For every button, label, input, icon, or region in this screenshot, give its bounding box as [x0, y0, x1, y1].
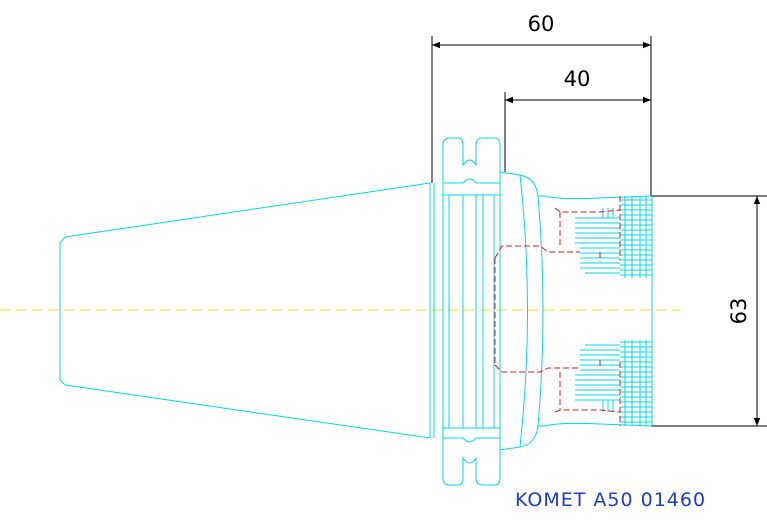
taper-shank — [59, 182, 435, 439]
dimension-overall-length — [431, 36, 652, 196]
flange — [442, 137, 501, 486]
dimension-flange-length — [504, 92, 651, 172]
serration-bottom — [575, 340, 652, 426]
serration-top — [575, 196, 652, 278]
dimension-diameter — [652, 195, 767, 427]
dimension-40-label: 40 — [564, 67, 591, 91]
holder-body — [499, 171, 653, 451]
dimension-63-label: 63 — [727, 298, 751, 325]
part-caption: KOMET A50 01460 — [515, 489, 706, 511]
dimension-60-label: 60 — [528, 12, 555, 36]
hidden-lines — [494, 196, 621, 426]
